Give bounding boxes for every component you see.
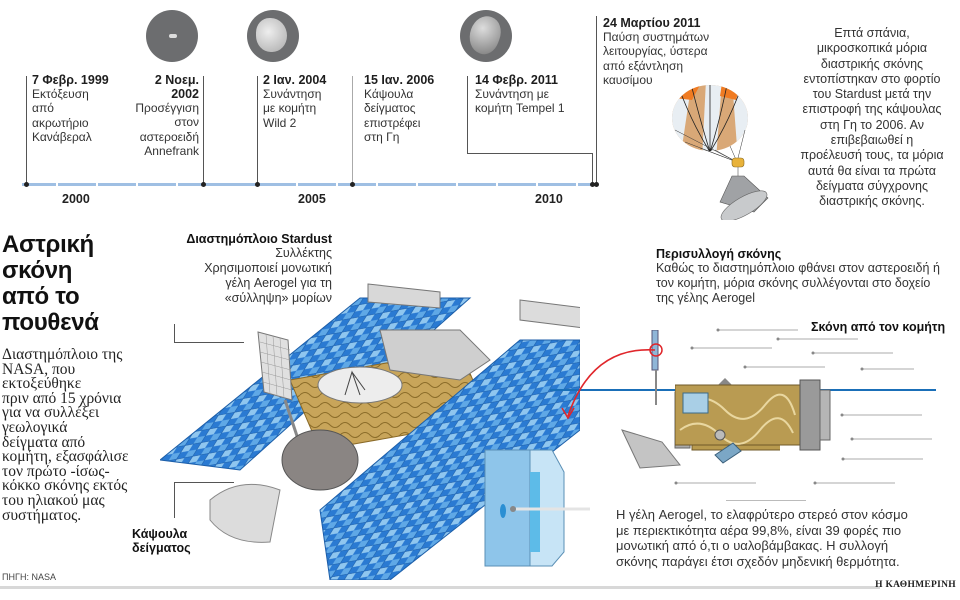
dust-trails: [674, 328, 932, 485]
spacecraft-label: Διαστημόπλοιο Stardust Συλλέκτης Χρησιμο…: [186, 232, 332, 305]
event-launch: 7 Φεβρ. 1999 Εκτόξευση από ακρωτήριο Καν…: [32, 73, 109, 145]
zoom-arrow-icon: [561, 349, 656, 420]
capsule-discovery-note: Επτά σπάνια, μικροσκοπικά μόρια διαστρικ…: [800, 26, 944, 209]
brand-logo: Η ΚΑΘΗΜΕΡΙΝΗ: [875, 580, 956, 590]
year-2010: 2010: [535, 192, 563, 206]
collection-label: Περισυλλογή σκόνης Καθώς το διαστημόπλοι…: [656, 247, 940, 305]
timeline-axis: [22, 183, 598, 186]
event-shutdown: 24 Μαρτίου 2011 Παύση συστημάτων λειτουρ…: [603, 16, 710, 88]
asteroid-annefrank-image: [146, 10, 198, 62]
comet-wild2-image: [247, 10, 299, 62]
parachute-capsule-illustration: [672, 85, 769, 220]
aerogel-block-illustration: [484, 449, 590, 567]
event-capsule-return: 15 Ιαν. 2006 Κάψουλα δείγματος επιστρέφε…: [364, 73, 435, 145]
event-date: 7 Φεβρ. 1999: [32, 73, 109, 87]
event-wild2: 2 Ιαν. 2004 Συνάντηση με κομήτη Wild 2: [263, 73, 327, 130]
year-2005: 2005: [298, 192, 326, 206]
aerogel-note: Η γέλη Aerogel, το ελαφρύτερο στερεό στο…: [616, 507, 908, 569]
lede-paragraph: Διαστημόπλοιο της NASA, που εκτοξεύθηκε …: [2, 346, 129, 524]
event-tempel1: 14 Φεβρ. 2011 Συνάντηση με κομήτη Tempel…: [475, 73, 565, 116]
capsule-label: Κάψουλα δείγματος: [132, 527, 191, 555]
page-title: Αστρική σκόνη από το πουθενά: [2, 231, 99, 336]
source-credit: ΠΗΓΗ: NASA: [2, 572, 56, 582]
spacecraft-body-detail: [675, 379, 831, 464]
event-annefrank: 2 Νοεμ. 2002 Προσέγγιση στον αστεροειδή …: [135, 73, 199, 159]
stardust-spacecraft-illustration: [160, 283, 580, 580]
footer-divider: [0, 586, 880, 589]
comet-tempel1-image: [460, 10, 512, 62]
year-2000: 2000: [62, 192, 90, 206]
comet-dust-label: Σκόνη από τον κομήτη: [811, 320, 946, 334]
